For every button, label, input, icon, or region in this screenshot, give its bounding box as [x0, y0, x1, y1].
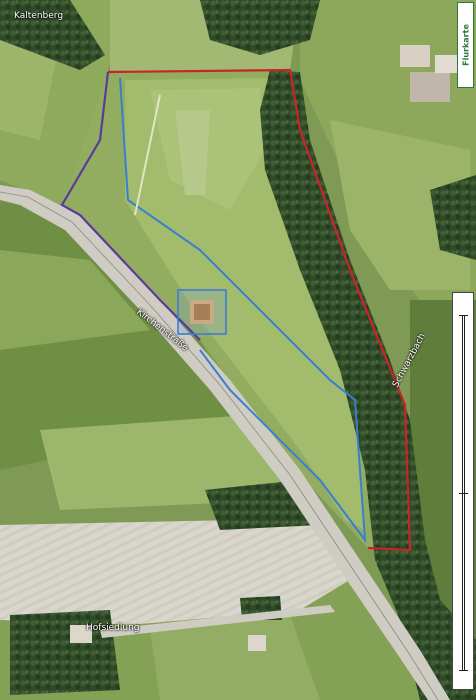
corner-legend-box: Flurkarte	[457, 2, 474, 88]
house-roof-inner	[194, 304, 210, 320]
scale-tick-top	[459, 315, 468, 316]
forest-stream-band	[260, 70, 476, 700]
house-plot-outline	[177, 289, 227, 335]
field-top-left-inner	[0, 40, 60, 140]
forest-right	[430, 175, 476, 260]
scale-tick-bottom	[459, 670, 468, 671]
side-road	[100, 605, 335, 638]
blue-boundary	[119, 77, 367, 544]
forest-top-left	[0, 0, 105, 70]
building-bottom-2	[248, 635, 266, 651]
scale-tick-mid	[459, 493, 468, 494]
forest-top-center	[200, 0, 320, 55]
purple-boundary	[60, 71, 201, 341]
building-farm-1	[400, 45, 430, 67]
field-track	[134, 94, 161, 216]
building-farm-2	[410, 72, 450, 102]
field-lower-center	[40, 415, 290, 510]
field-right-mid	[330, 120, 470, 290]
place-label-bottom: Hofsiedlung	[86, 623, 140, 633]
field-bottom-inner	[150, 615, 320, 700]
red-boundary	[107, 68, 412, 552]
road	[0, 185, 450, 700]
building-farm-3	[435, 55, 457, 73]
forest-bottom-left	[10, 610, 120, 695]
road-centerline	[0, 191, 439, 700]
parcel-path	[175, 110, 210, 195]
field-left-green	[0, 250, 150, 350]
place-label-top-left: Kaltenberg	[14, 11, 64, 21]
building-bottom-1	[70, 625, 92, 643]
corner-legend-text: Flurkarte	[461, 24, 470, 66]
scale-bar	[452, 292, 474, 690]
